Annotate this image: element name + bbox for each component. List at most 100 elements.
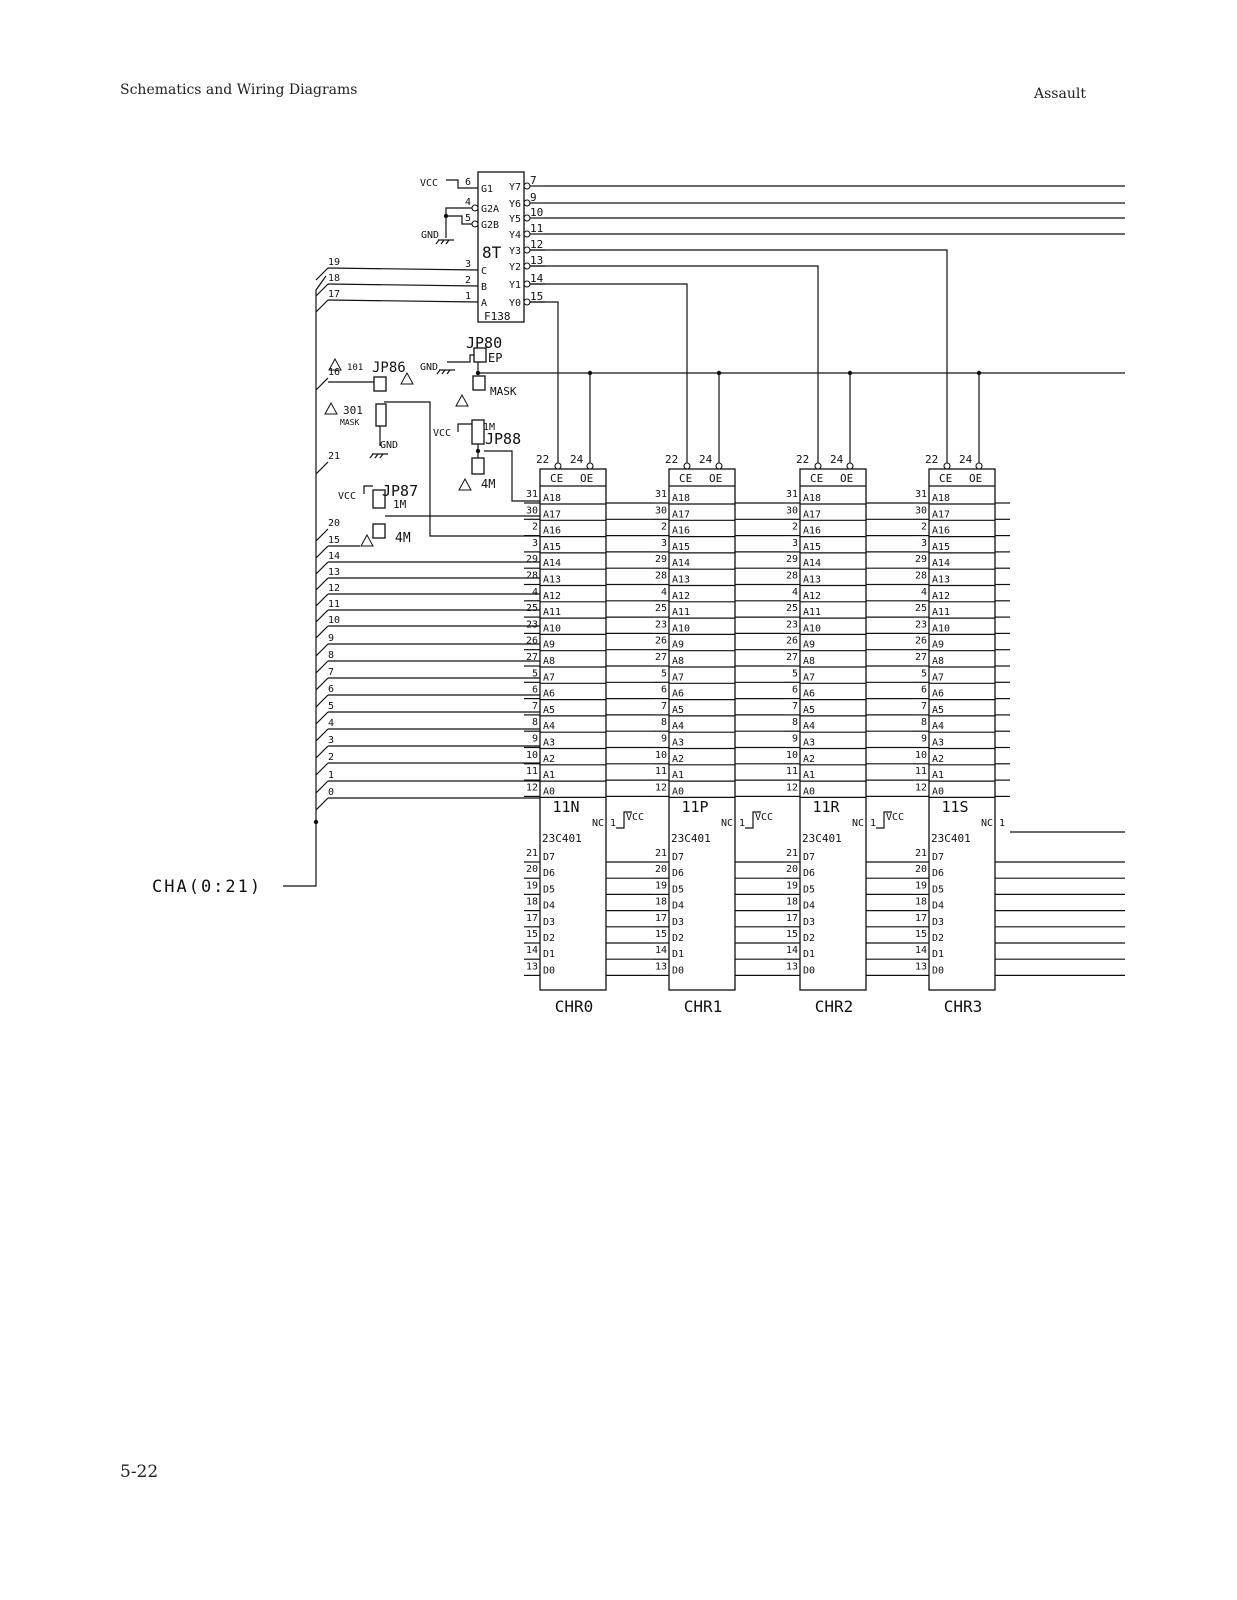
eprom-address-pin-name: A9 <box>803 640 815 651</box>
eprom-data-pin-number: 19 <box>786 880 798 891</box>
eprom-nc-pin: 1 <box>739 818 745 829</box>
ground-symbol <box>379 453 384 459</box>
eprom-address-pin-name: A16 <box>932 526 950 537</box>
eprom-part-number: 23C401 <box>542 832 582 845</box>
eprom-address-pin-name: A18 <box>543 493 561 504</box>
header-game-title: Assault <box>1034 86 1086 102</box>
decoder-output-bubble <box>523 230 531 238</box>
eprom-oe-bubble <box>975 462 983 470</box>
eprom-address-pin-name: A10 <box>543 623 561 634</box>
eprom-nc-label: NC <box>981 818 993 829</box>
ground-symbol <box>435 239 440 245</box>
eprom-address-pin-name: A17 <box>672 509 690 520</box>
ground-symbol <box>446 369 451 375</box>
eprom-address-pin-number: 2 <box>661 522 667 533</box>
eprom-address-pin-name: A13 <box>543 575 561 586</box>
eprom-address-pin-number: 31 <box>786 489 798 500</box>
eprom-address-pin-number: 29 <box>526 554 538 565</box>
eprom-nc-label: NC <box>721 818 733 829</box>
eprom-address-pin-name: A0 <box>803 786 815 797</box>
eprom-data-pin-name: D2 <box>803 933 815 944</box>
eprom-address-pin-name: A8 <box>803 656 815 667</box>
decoder-output-bubble <box>523 298 531 306</box>
eprom-address-pin-name: A7 <box>803 672 815 683</box>
decoder-input-name: B <box>481 282 487 293</box>
eprom-address-pin-number: 6 <box>532 685 538 696</box>
eprom-address-pin-name: A0 <box>543 786 555 797</box>
jp88-1m-label: 1M <box>483 422 495 433</box>
eprom-address-pin-number: 12 <box>526 782 538 793</box>
eprom-data-pin-number: 14 <box>786 945 798 956</box>
decoder-input-name: A <box>481 298 487 309</box>
eprom-address-pin-name: A18 <box>932 493 950 504</box>
ground-symbol <box>441 369 446 375</box>
bus-tap-entry <box>315 762 329 776</box>
decoder-input-pin: 2 <box>465 275 471 286</box>
eprom-data-pin-number: 18 <box>655 897 667 908</box>
eprom-data-pin-name: D3 <box>932 917 944 928</box>
mask-warning-triangle-icon <box>455 393 469 407</box>
eprom-data-pin-number: 13 <box>526 961 538 972</box>
decoder-input-pin: 5 <box>465 213 471 224</box>
jp87-4m-label: 4M <box>395 531 411 546</box>
bus-tap-number: 1 <box>328 770 334 781</box>
eprom-address-pin-name: A12 <box>803 591 821 602</box>
jp87-vcc-label: VCC <box>338 491 356 502</box>
eprom-address-pin-name: A7 <box>543 672 555 683</box>
eprom-ce-bubble <box>814 462 822 470</box>
decoder-output-pin: 10 <box>530 206 543 219</box>
decoder-input-bubble <box>471 204 479 212</box>
eprom-address-pin-name: A6 <box>932 689 944 700</box>
decoder-input-pin: 3 <box>465 259 471 270</box>
mask-label: MASK <box>490 385 517 398</box>
eprom-address-pin-name: A18 <box>672 493 690 504</box>
eprom-address-pin-name: A1 <box>932 770 944 781</box>
eprom-data-pin-name: D5 <box>803 884 815 895</box>
bus-tap-entry <box>315 780 329 794</box>
eprom-data-pin-name: D2 <box>672 933 684 944</box>
decoder-output-bubble <box>523 214 531 222</box>
eprom-ce-select-wire <box>524 249 948 463</box>
jp80-ep-label: EP <box>488 351 502 365</box>
decoder-output-name: Y7 <box>509 182 521 193</box>
eprom-data-pin-number: 17 <box>655 913 667 924</box>
eprom-data-pin-name: D1 <box>932 949 944 960</box>
jp87-4m-jumper-body <box>372 523 386 539</box>
eprom-address-pin-name: A6 <box>672 689 684 700</box>
eprom-address-pin-name: A2 <box>803 754 815 765</box>
eprom-address-pin-name: A13 <box>803 575 821 586</box>
bus-tap-entry <box>315 745 329 759</box>
eprom-vcc-label: VCC <box>626 812 644 823</box>
jumper-gnd-label: GND <box>420 362 438 373</box>
eprom-address-pin-name: A9 <box>672 640 684 651</box>
jp88-jumper-body <box>471 419 485 445</box>
eprom-address-pin-number: 29 <box>786 554 798 565</box>
decoder-output-name: Y2 <box>509 262 521 273</box>
eprom-caption: CHR0 <box>555 997 594 1016</box>
ground-symbol <box>445 239 450 245</box>
eprom-address-pin-name: A12 <box>543 591 561 602</box>
eprom-data-pin-number: 20 <box>786 864 798 875</box>
jp88-vcc-label: VCC <box>433 428 451 439</box>
eprom-address-pin-name: A1 <box>803 770 815 781</box>
bus-tap-number: 3 <box>328 735 334 746</box>
eprom-address-pin-number: 7 <box>792 701 798 712</box>
eprom-address-pin-name: A14 <box>803 558 821 569</box>
decoder-output-pin: 11 <box>530 222 543 235</box>
decoder-g2a-wire <box>445 207 475 238</box>
decoder-input-pin: 6 <box>465 177 471 188</box>
junction-dot <box>443 213 449 219</box>
eprom-ce-label: CE <box>679 472 692 485</box>
eprom-oe-pin: 24 <box>570 453 584 466</box>
eprom-address-pin-name: A10 <box>803 623 821 634</box>
eprom-ce-pin: 22 <box>925 453 938 466</box>
eprom-address-pin-name: A5 <box>672 705 684 716</box>
jp86-label: JP86 <box>372 360 406 376</box>
eprom-vcc-wire <box>745 811 761 829</box>
eprom-address-pin-name: A8 <box>672 656 684 667</box>
eprom-address-pin-name: A8 <box>932 656 944 667</box>
eprom-data-pin-number: 18 <box>786 897 798 908</box>
ground-symbol <box>374 453 379 459</box>
eprom-nc-label: NC <box>592 818 604 829</box>
